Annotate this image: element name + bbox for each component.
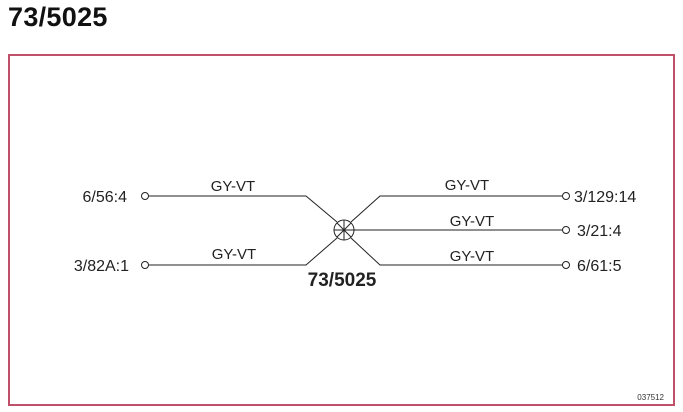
terminal-label-right-3: 6/61:5 — [577, 258, 622, 275]
terminal-right-2 — [562, 226, 570, 234]
wire-color-left-2: GY-VT — [212, 246, 256, 263]
terminal-left-1 — [141, 192, 149, 200]
terminal-right-3 — [562, 261, 570, 269]
wire-right-3 — [350, 237, 563, 266]
terminal-left-2 — [141, 261, 149, 269]
wire-color-left-1: GY-VT — [211, 178, 255, 195]
terminal-label-left-1: 6/56:4 — [83, 189, 128, 206]
splice-label: 73/5025 — [308, 270, 377, 291]
splice-icon — [333, 219, 355, 241]
page-title: 73/5025 — [8, 2, 108, 32]
terminal-label-left-2: 3/82A:1 — [74, 258, 129, 275]
wire-color-right-1: GY-VT — [445, 177, 489, 194]
wire-right-1 — [350, 195, 563, 223]
wire-color-right-3: GY-VT — [450, 248, 494, 265]
diagram-frame — [8, 54, 675, 406]
wire-color-right-2: GY-VT — [450, 213, 494, 230]
wire-left-2 — [148, 237, 338, 266]
terminal-label-right-1: 3/129:14 — [574, 189, 636, 206]
reference-code: 037512 — [637, 393, 664, 402]
wire-left-1 — [148, 195, 338, 223]
terminal-label-right-2: 3/21:4 — [577, 223, 622, 240]
terminal-right-1 — [562, 192, 570, 200]
